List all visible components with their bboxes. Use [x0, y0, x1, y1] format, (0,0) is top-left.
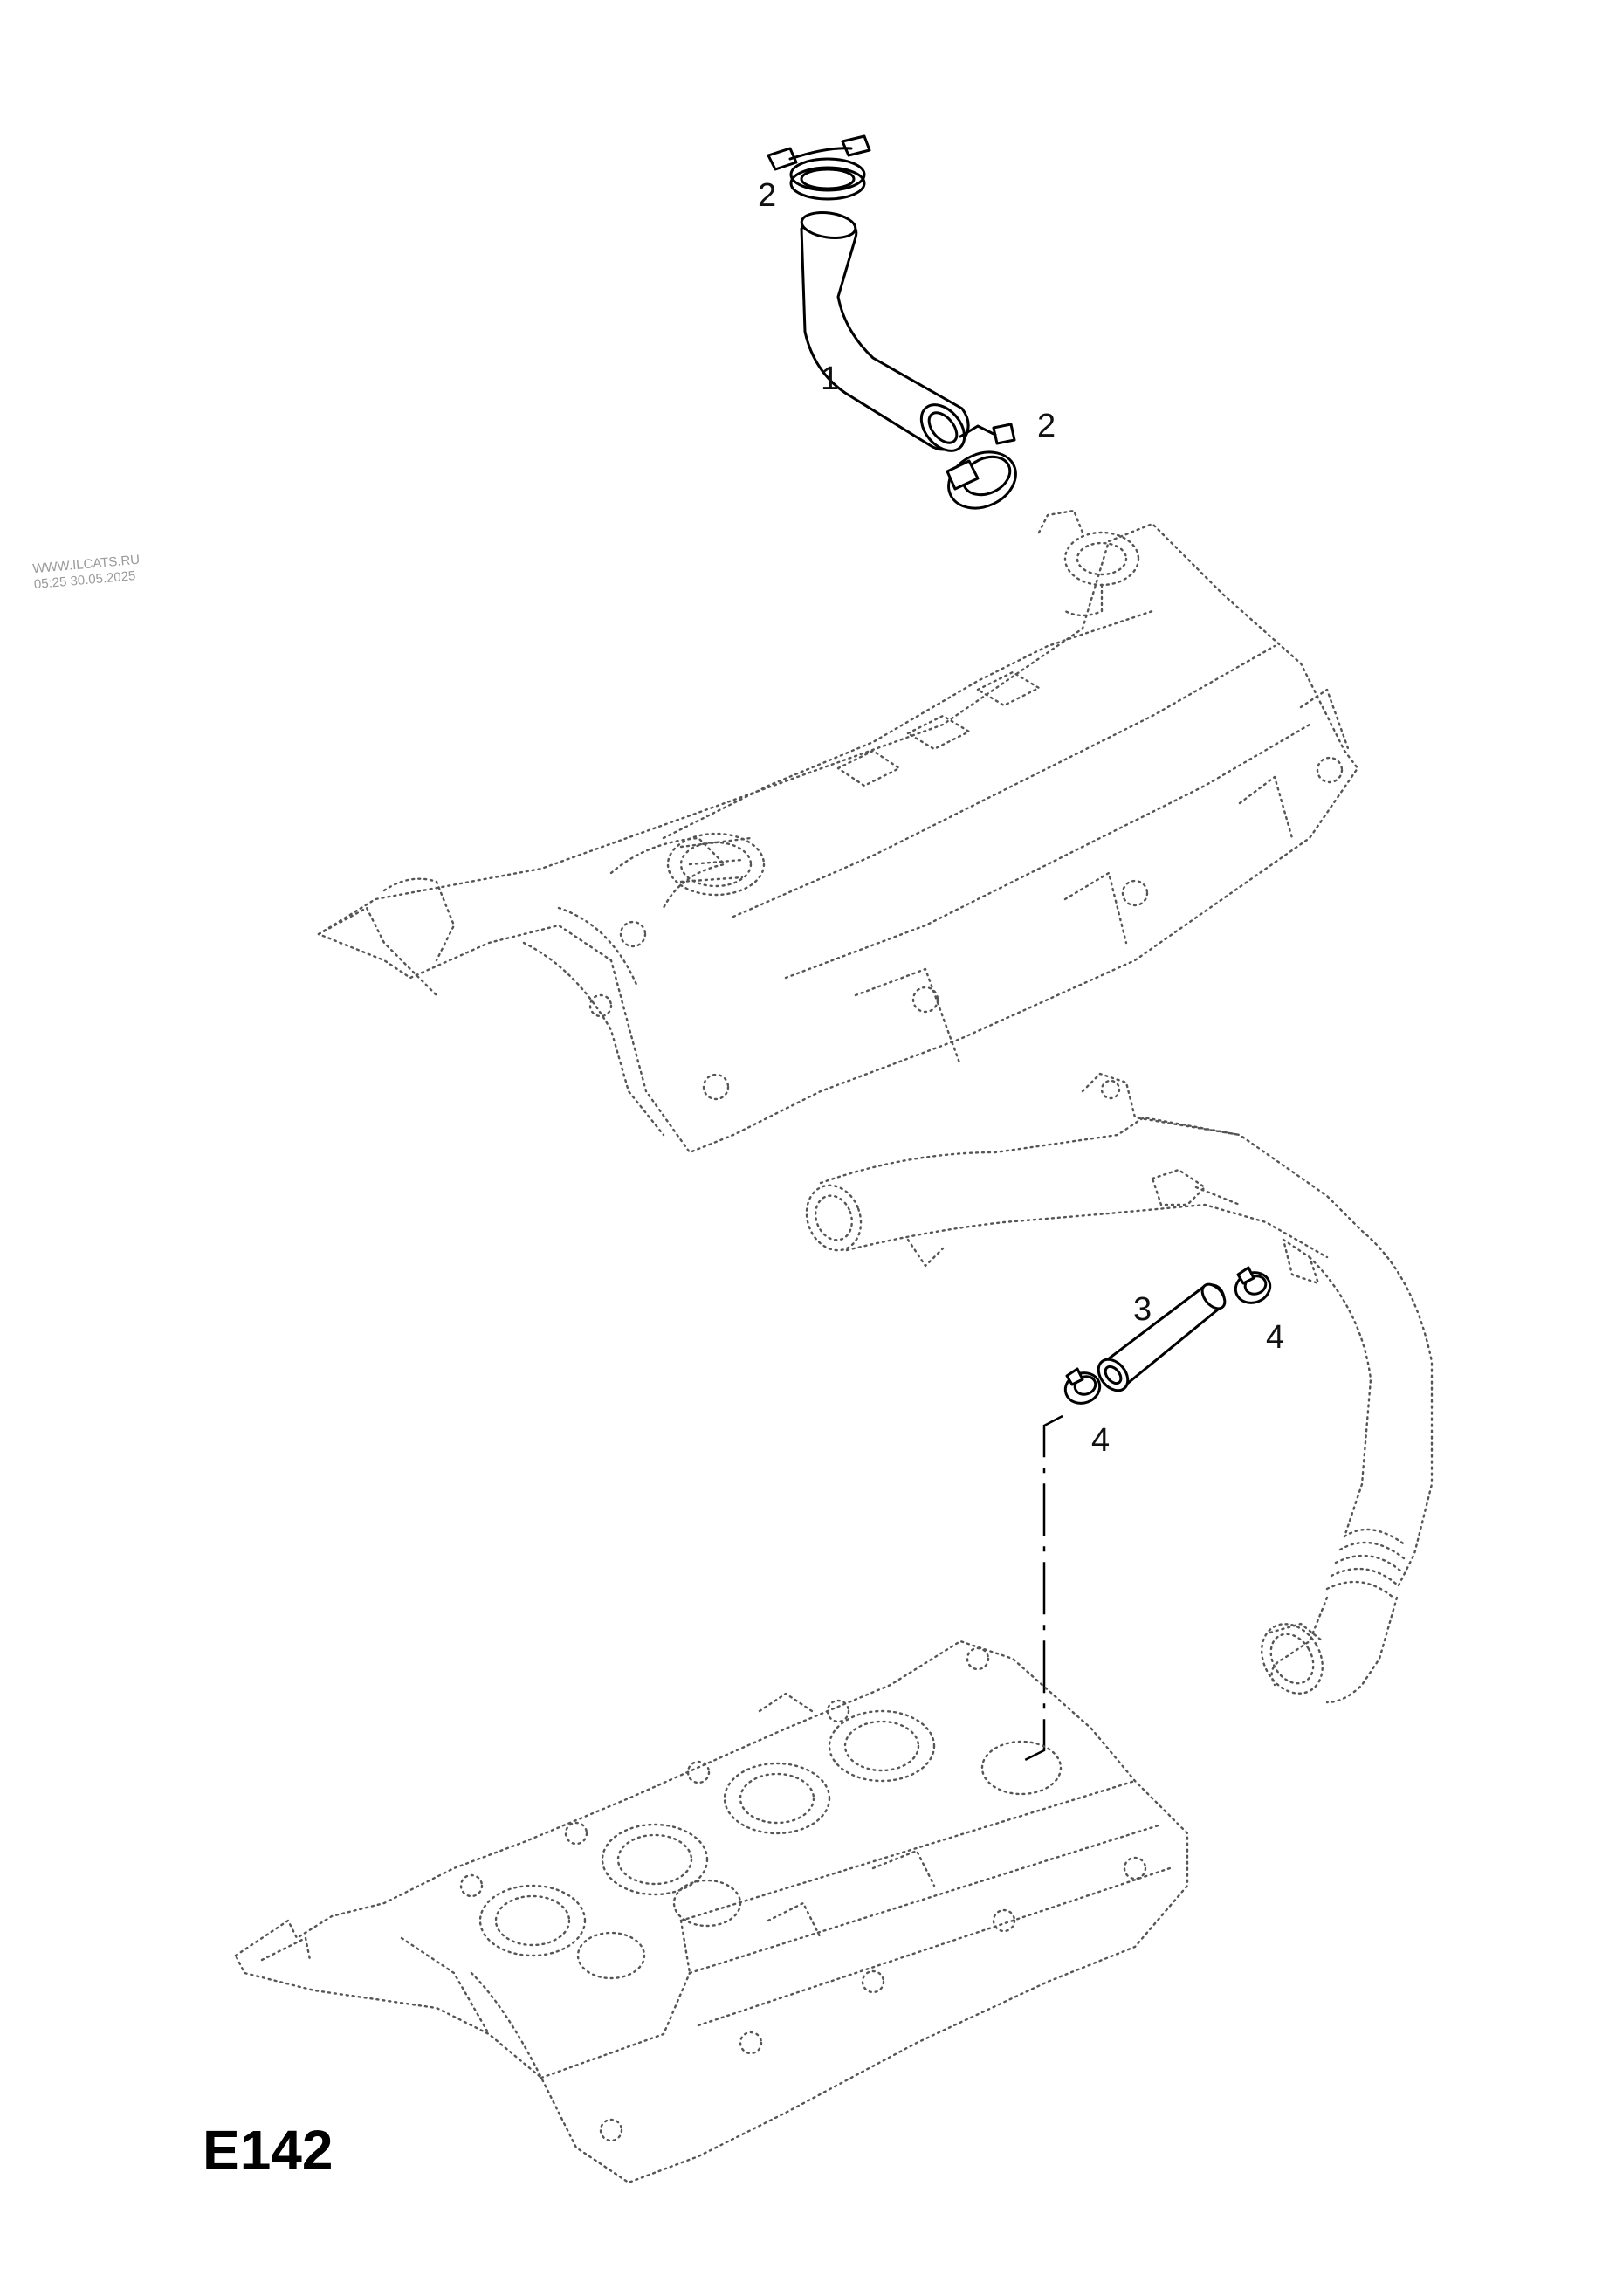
- watermark: WWW.ILCATS.RU 05:25 30.05.2025: [32, 553, 141, 593]
- callout-clamp-small-left: 4: [1091, 1422, 1110, 1459]
- air-duct: [805, 1072, 1434, 1704]
- callout-hose-main: 1: [821, 361, 839, 397]
- callout-hose-small: 3: [1133, 1291, 1152, 1328]
- callout-clamp-small-right: 4: [1266, 1319, 1284, 1356]
- leader-line: [1021, 1414, 1063, 1763]
- diagram-code: E142: [203, 2119, 333, 2182]
- clamp-lower-part[interactable]: [939, 423, 1025, 519]
- callout-clamp-lower: 2: [1037, 408, 1056, 444]
- breather-hose-part[interactable]: [800, 210, 973, 459]
- cylinder-head: [234, 1640, 1189, 2184]
- small-hose-part[interactable]: [1092, 1280, 1229, 1396]
- callout-clamp-top: 2: [758, 177, 776, 214]
- small-clamp-left-part[interactable]: [1061, 1367, 1104, 1408]
- camshaft-cover: [317, 509, 1359, 1154]
- clamp-top-part[interactable]: [767, 134, 871, 201]
- small-clamp-right-part[interactable]: [1231, 1266, 1274, 1308]
